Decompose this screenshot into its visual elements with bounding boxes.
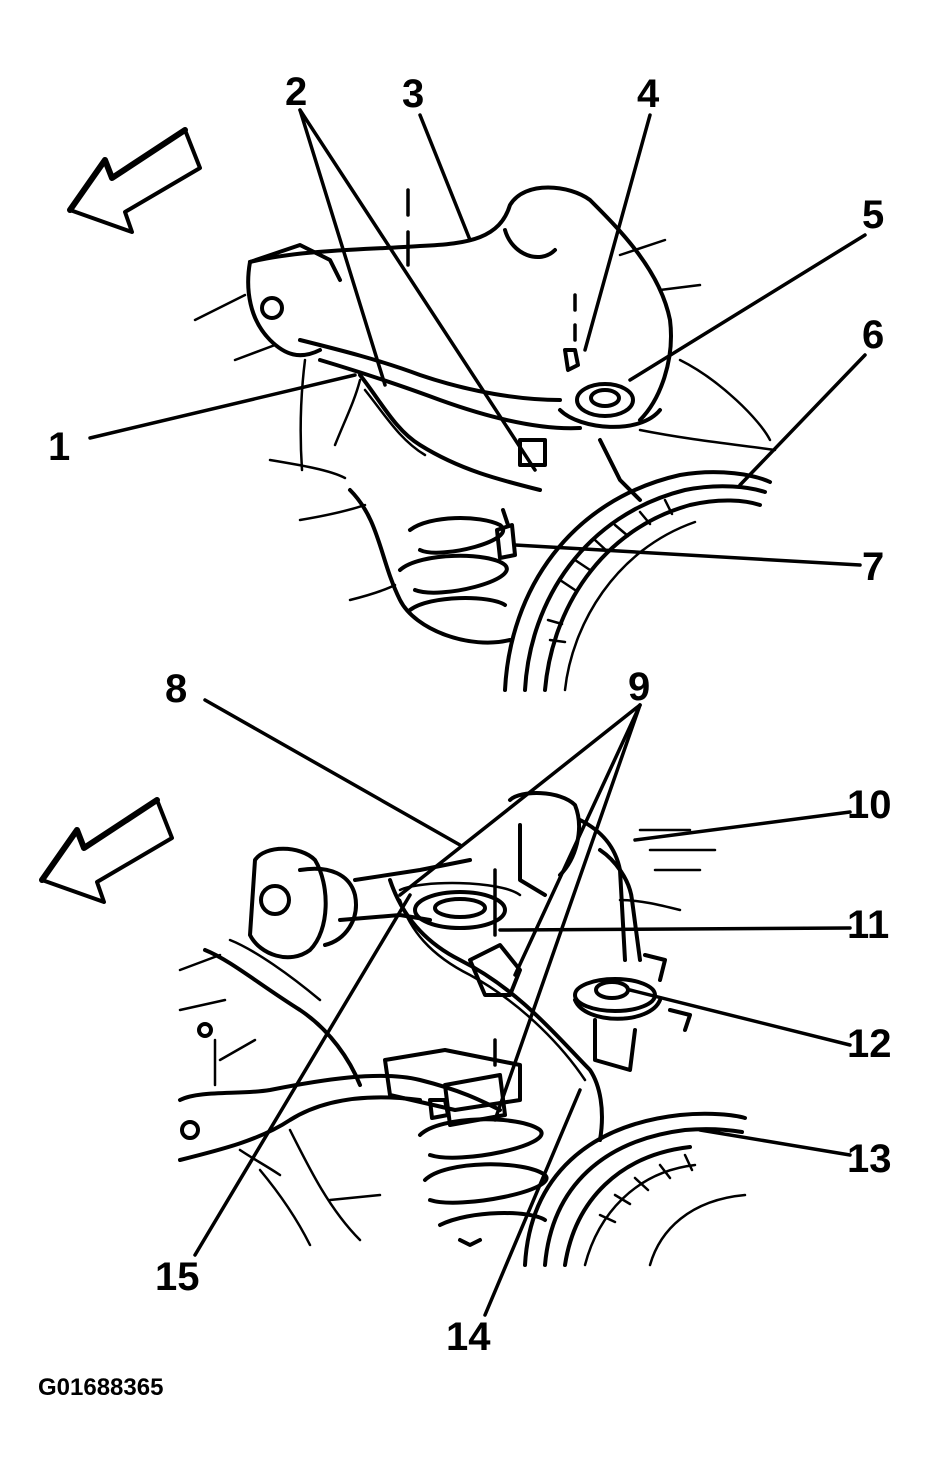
bottom-lower-arm [178,938,502,1162]
callout-5: 5 [862,193,884,237]
bottom-stabilizer-block [383,1038,522,1127]
figure-code: G01688365 [38,1374,163,1401]
top-brake-pipe [358,188,542,492]
bottom-view: 8 9 10 11 12 13 14 15 [39,665,892,1359]
bottom-spring-seat [398,881,522,930]
callout-10: 10 [847,783,892,827]
bottom-forward-arrow-icon [39,797,174,904]
top-frame-body [193,185,777,452]
callout-2: 2 [285,70,307,114]
callout-7: 7 [862,545,884,589]
callout-6: 6 [862,313,884,357]
callout-15: 15 [155,1255,200,1299]
bottom-tire [523,1111,747,1267]
callout-11: 11 [847,903,889,947]
callout-9: 9 [628,665,650,709]
top-tire [503,470,772,692]
callout-3: 3 [402,72,424,116]
callout-12: 12 [847,1022,892,1066]
callout-13: 13 [847,1137,892,1181]
top-bolt [495,508,517,560]
callout-14: 14 [446,1315,491,1359]
bottom-ball-joint [573,953,692,1072]
top-forward-arrow-icon [67,127,202,234]
bottom-brake-pipe [388,868,604,1142]
top-ball-joint [518,293,662,502]
bottom-frame-body [248,791,717,962]
top-coil-spring [298,488,512,645]
callout-1: 1 [48,425,70,469]
bottom-coil-spring [418,1117,549,1247]
callout-4: 4 [637,72,660,116]
callout-8: 8 [165,667,187,711]
top-view: 1 2 3 4 5 6 7 [48,70,884,692]
